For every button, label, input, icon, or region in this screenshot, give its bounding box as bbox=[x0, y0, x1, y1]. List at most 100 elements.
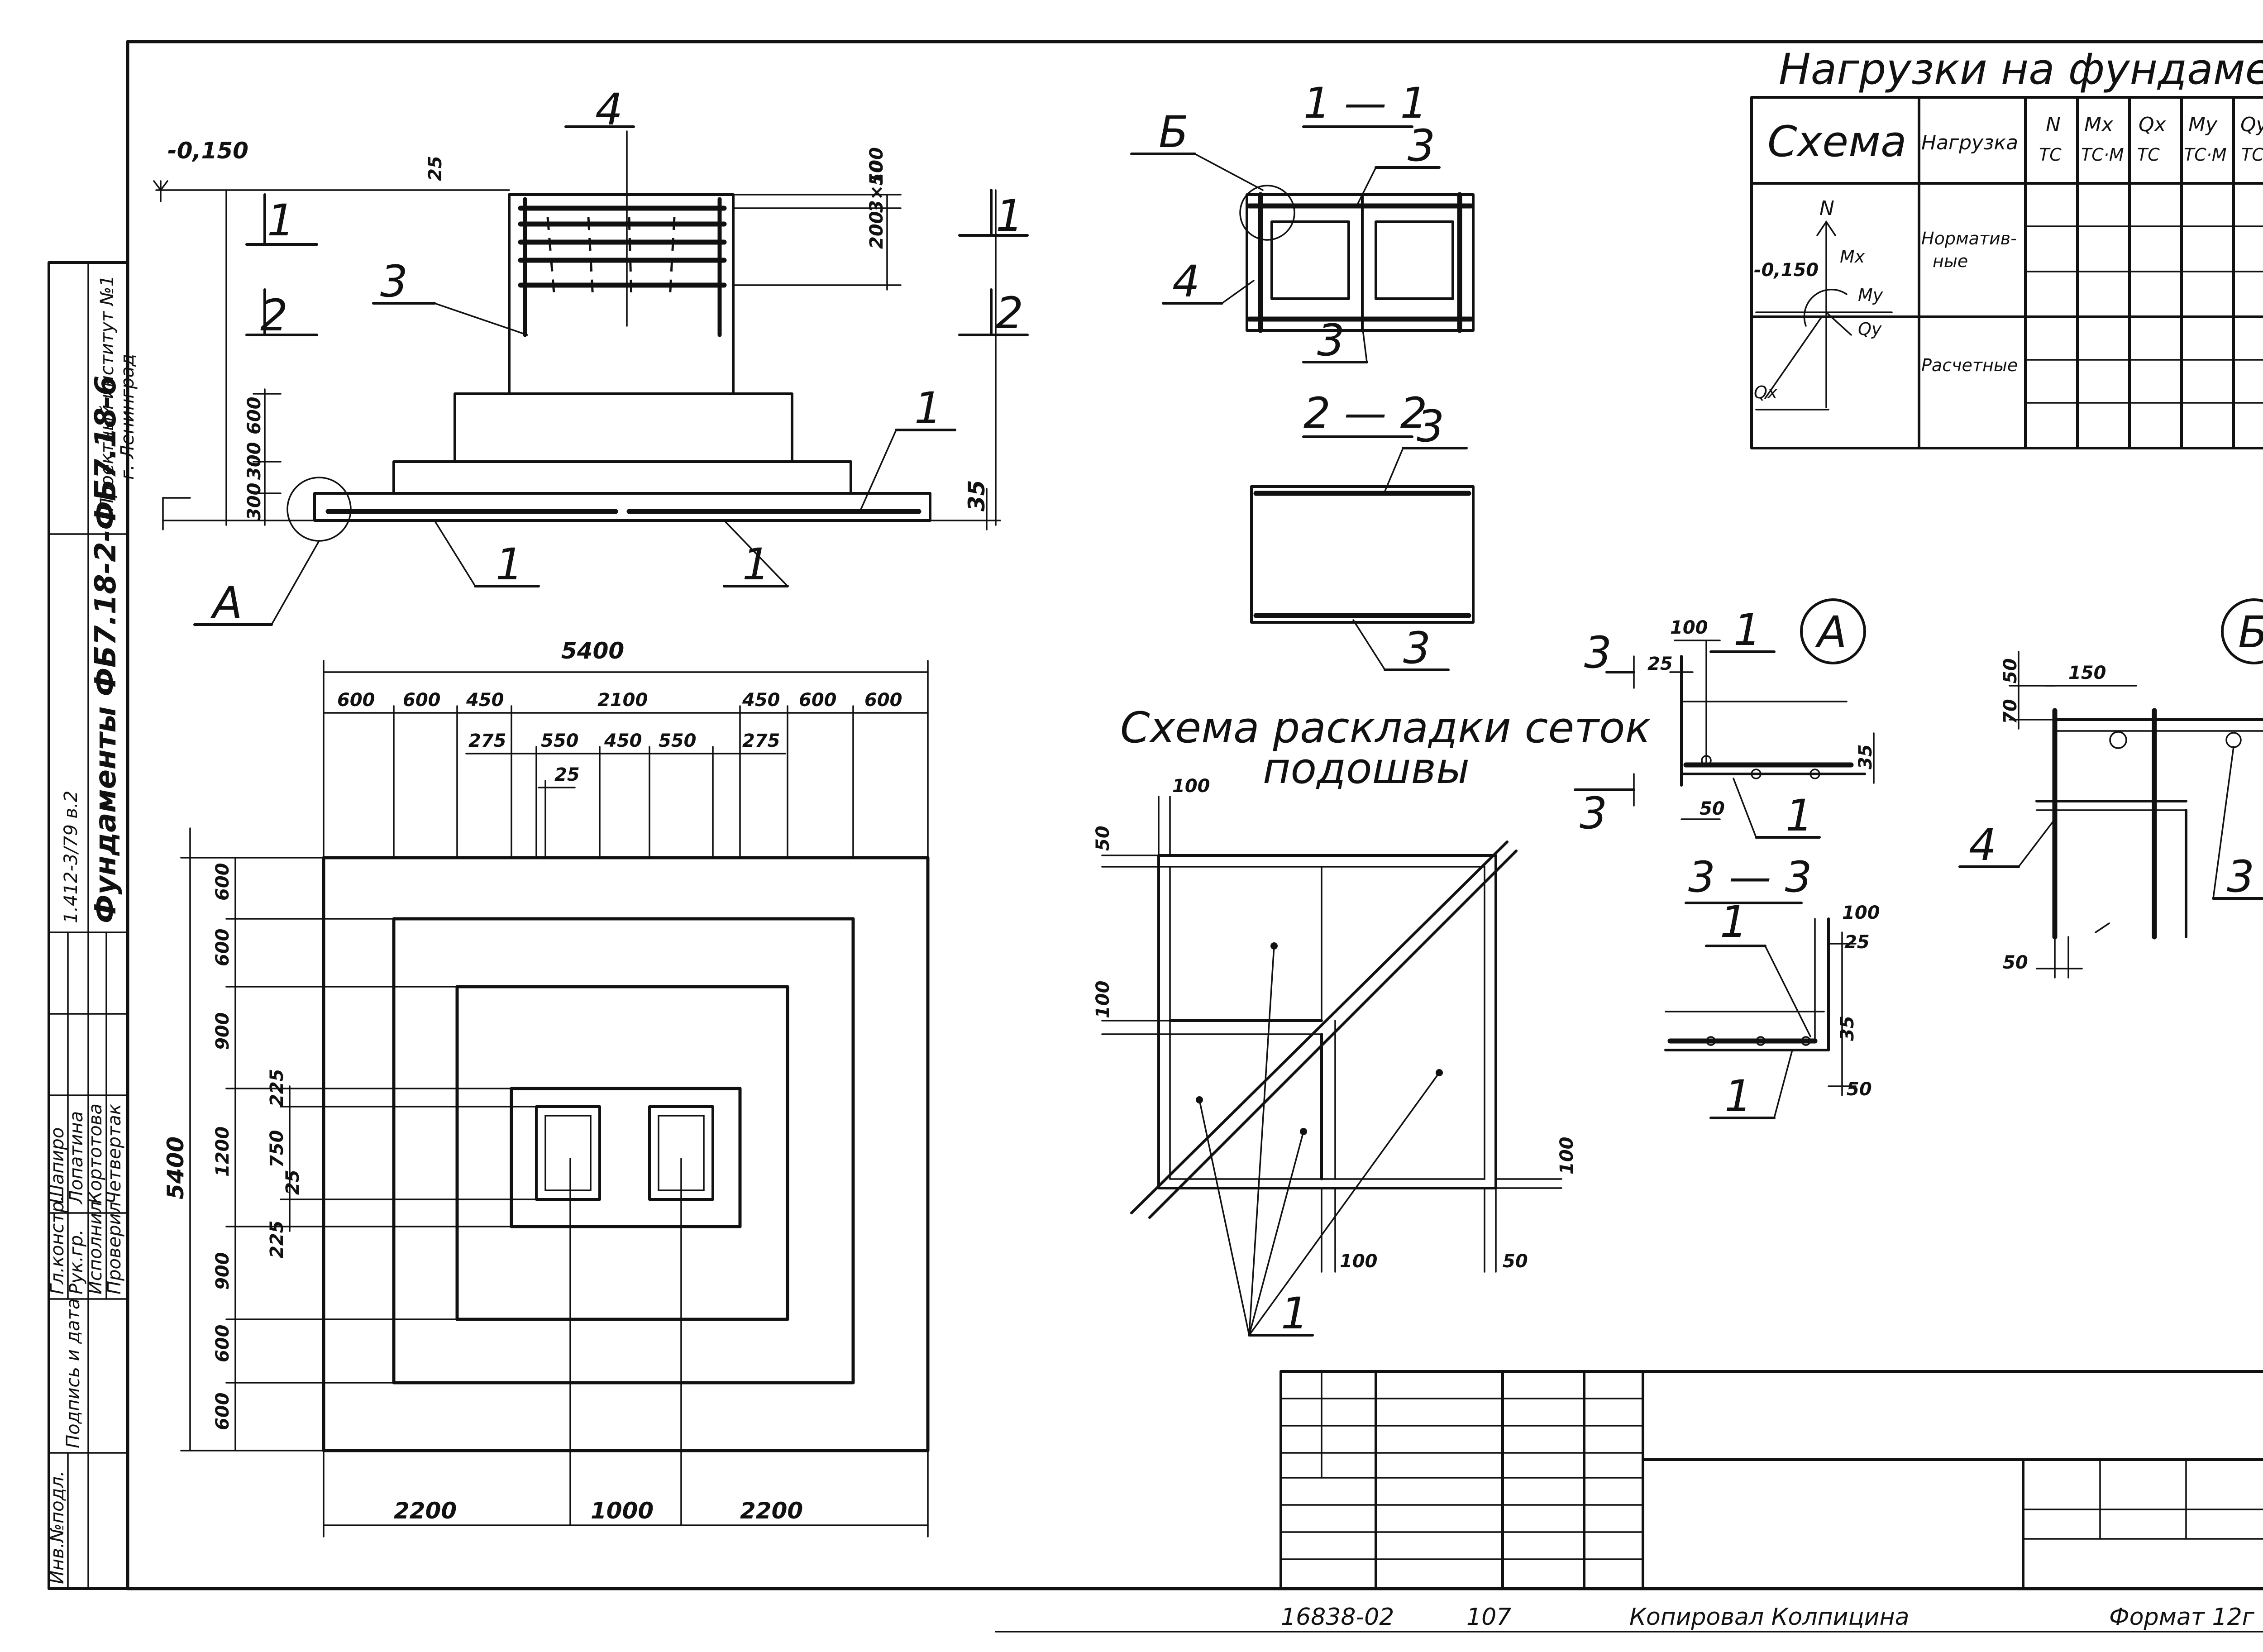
elevation-dim-3x100: 3×100 bbox=[866, 147, 887, 213]
elevation-dim-35: 35 bbox=[964, 480, 990, 511]
scheme-Qx: Qx bbox=[1754, 382, 1778, 402]
detail-A-dim-50: 50 bbox=[1700, 798, 1725, 819]
stamp-city: г. Ленинград bbox=[117, 354, 138, 480]
elevation-callout-1c: 1 bbox=[742, 539, 770, 590]
elevation-level: -0,150 bbox=[167, 138, 248, 164]
section-3-3-dim-35: 35 bbox=[1837, 1016, 1858, 1041]
page-number: 106 bbox=[2261, 63, 2263, 89]
table-header-Qy: Qy bbox=[2240, 113, 2263, 136]
scheme-Mx: Mx bbox=[1840, 247, 1865, 267]
detail-A-dim-25: 25 bbox=[1647, 654, 1673, 674]
stamp-series: 1.412-3/79 в.2 bbox=[61, 791, 81, 923]
section-mark-2-left: 2 bbox=[260, 290, 288, 341]
mesh-dim-50-left: 50 bbox=[1093, 826, 1113, 851]
footer-order: 16838-02 bbox=[1281, 1604, 1394, 1631]
section-mark-2-right: 2 bbox=[996, 288, 1023, 339]
plan-inner-225a: 225 bbox=[267, 1069, 287, 1107]
mesh-scheme-title-2: подошвы bbox=[1263, 744, 1470, 793]
footer-sheet: 107 bbox=[1466, 1604, 1511, 1631]
mesh-scheme-title-1: Схема раскладки сеток bbox=[1120, 703, 1651, 753]
scheme-Qy: Qy bbox=[1858, 319, 1882, 339]
section-1-1-callout-3b: 3 bbox=[1317, 315, 1345, 366]
plan-bottom-1: 2200 bbox=[394, 1498, 457, 1524]
detail-A-callout-1b: 1 bbox=[1786, 790, 1813, 841]
scheme-My: My bbox=[1858, 285, 1883, 305]
plan-left-5: 900 bbox=[212, 1252, 233, 1290]
section-2-2-callout-3a: 3 bbox=[1417, 401, 1444, 452]
plan-top-small: 25 bbox=[554, 764, 580, 785]
scheme-level: -0,150 bbox=[1754, 260, 1819, 281]
section-2-2: 2 — 2 3 3 bbox=[1250, 389, 1475, 673]
section-2-2-callout-3b: 3 bbox=[1403, 623, 1431, 673]
plan-view: 5400 600 600 450 2100 450 600 600 275 55… bbox=[162, 638, 930, 1537]
plan-bottom-2: 1000 bbox=[591, 1498, 654, 1524]
detail-A-dim-35: 35 bbox=[1855, 744, 1876, 769]
mesh-callout-1: 1 bbox=[1281, 1288, 1308, 1339]
section-3-3-dim-25: 25 bbox=[1844, 932, 1870, 953]
detail-B-dim-150: 150 bbox=[2068, 663, 2106, 683]
stamp-sign: Подпись и дата bbox=[63, 1299, 84, 1448]
elevation-dim-25: 25 bbox=[425, 156, 446, 181]
section-3-3-dim-50: 50 bbox=[1847, 1079, 1872, 1100]
table-header-Mx-unit: ТС·М bbox=[2081, 145, 2124, 165]
plan-row2-5: 275 bbox=[742, 731, 780, 751]
detail-B-mark: Б bbox=[2238, 607, 2263, 658]
plan-inner-25: 25 bbox=[282, 1170, 303, 1195]
table-header-Qx-unit: ТС bbox=[2137, 145, 2160, 165]
footer-format: Формат 12г bbox=[2109, 1604, 2255, 1631]
plan-top-5: 450 bbox=[742, 690, 780, 711]
plan-left-2: 600 bbox=[212, 929, 233, 967]
plan-row2-2: 550 bbox=[541, 731, 579, 751]
plan-top-2: 600 bbox=[403, 690, 441, 711]
elevation-callout-3: 3 bbox=[380, 256, 408, 307]
table-header-N-unit: ТС bbox=[2039, 145, 2062, 165]
section-1-1: 1 — 1 Б 3 4 3 bbox=[1130, 79, 1475, 366]
mesh-dim-100-bottom: 100 bbox=[1340, 1251, 1378, 1272]
plan-left-1: 600 bbox=[212, 863, 233, 901]
detail-B-dim-50-top: 50 bbox=[2000, 658, 2021, 683]
footer-copied: Копировал Колпицина bbox=[1629, 1604, 1909, 1631]
detail-A-dim-100: 100 bbox=[1670, 617, 1708, 638]
detail-A-callout-1a: 1 bbox=[1733, 605, 1761, 655]
section-1-1-callout-3a: 3 bbox=[1408, 120, 1435, 171]
table-header-scheme: Схема bbox=[1767, 117, 1907, 167]
stamp-name-2: Лопатина bbox=[66, 1111, 87, 1205]
plan-row2-4: 550 bbox=[659, 731, 697, 751]
plan-top-total: 5400 bbox=[561, 638, 624, 664]
elevation-callout-4: 4 bbox=[595, 84, 623, 135]
elevation-dim-50: 50 bbox=[866, 160, 887, 186]
detail-A-callout-3b: 3 bbox=[1580, 788, 1607, 839]
table-row-normative: Норматив- bbox=[1921, 229, 2017, 248]
section-2-2-title: 2 — 2 bbox=[1303, 389, 1427, 438]
section-3-3: 3 — 3 100 25 35 50 1 1 bbox=[1664, 853, 1880, 1122]
mesh-dim-100-top: 100 bbox=[1172, 776, 1210, 797]
table-header-Qx: Qx bbox=[2139, 113, 2167, 136]
detail-B-dim-70: 70 bbox=[2000, 699, 2021, 724]
section-3-3-title: 3 — 3 bbox=[1688, 853, 1812, 902]
plan-left-3: 900 bbox=[212, 1012, 233, 1050]
section-mark-1-right: 1 bbox=[996, 191, 1023, 241]
plan-left-7: 600 bbox=[212, 1393, 233, 1431]
plan-left-4: 1200 bbox=[212, 1127, 233, 1177]
stamp-title: Фундаменты ФБ7.18-2-ФБ7.18-6 bbox=[89, 375, 123, 923]
plan-left-total: 5400 bbox=[162, 1136, 189, 1199]
table-header-N: N bbox=[2046, 113, 2061, 136]
mesh-dim-100-right: 100 bbox=[1556, 1137, 1577, 1175]
plan-top-1: 600 bbox=[337, 690, 375, 711]
elevation-dim-200: 200 bbox=[866, 211, 887, 249]
elevation-dim-300a: 300 bbox=[244, 442, 265, 480]
table-row-design: Расчетные bbox=[1921, 355, 2018, 375]
plan-row2-3: 450 bbox=[604, 731, 642, 751]
detail-B-callout-3: 3 bbox=[2227, 851, 2254, 902]
plan-top-4: 2100 bbox=[597, 690, 648, 711]
elevation-dim-600: 600 bbox=[244, 397, 265, 435]
section-3-3-dim-100: 100 bbox=[1842, 902, 1880, 923]
elevation-callout-1a: 1 bbox=[914, 383, 942, 434]
stamp-org: Проектный институт №1 bbox=[97, 275, 118, 511]
stamp-inv: Инв.№подл. bbox=[47, 1471, 68, 1584]
plan-inner-225b: 225 bbox=[267, 1221, 287, 1259]
table-header-load: Нагрузка bbox=[1921, 131, 2018, 154]
mesh-scheme: Схема раскладки сеток подошвы 100 50 bbox=[1093, 703, 1651, 1339]
